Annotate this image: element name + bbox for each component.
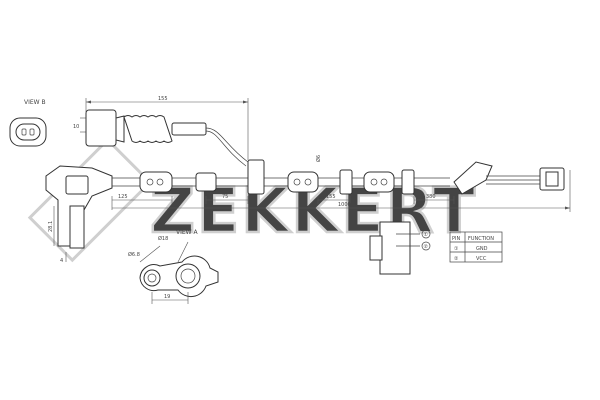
dim-seg-75-label: 75 [222, 194, 228, 200]
dim-sensor-height-label: 28.1 [48, 221, 54, 232]
segment-dimensions: 125 75 155 380 1000 [111, 170, 571, 212]
dim-seg-155-label: 155 [326, 194, 336, 200]
cable-harness [112, 159, 540, 195]
sensor-body: 28.1 4 [45, 165, 113, 264]
dim-total-length-label: 1000 [338, 202, 351, 208]
pin-table-row-2-pin: ② [454, 256, 459, 262]
pin-table-row-2-function: VCC [476, 256, 487, 262]
pin-marker-2: ② [424, 244, 429, 250]
dim-hole-diameter-label: Ø6.8 [128, 251, 140, 258]
top-connector: 10 [73, 109, 249, 167]
dim-cable-diameter-label: Ø6 [315, 155, 322, 162]
pin-function-table: PIN FUNCTION ① GND ② VCC [449, 231, 503, 263]
view-b-connector-face [9, 117, 47, 147]
pin-table-row-1-function: GND [476, 246, 488, 252]
dim-connector-length-label: 155 [158, 96, 168, 102]
connector-pinout-diagram: ① ② [369, 221, 431, 275]
view-a-flange: Ø6.8 Ø18 19 [128, 235, 219, 304]
dim-seg-380-label: 380 [426, 194, 436, 200]
pin-marker-1: ① [424, 232, 429, 238]
pin-table-header-pin: PIN [452, 236, 460, 242]
view-b-label: VIEW B [24, 99, 46, 106]
dim-sensor-offset-label: 4 [60, 258, 63, 264]
dim-seg-125-label: 125 [118, 194, 128, 200]
pin-table-header-function: FUNCTION [468, 236, 494, 242]
dim-flange-diameter-label: Ø18 [158, 235, 168, 242]
dim-connector-height-label: 10 [73, 124, 79, 130]
view-a-label: VIEW A [176, 229, 199, 236]
end-connector [539, 167, 565, 191]
dim-connector-length: 155 [85, 96, 249, 160]
pin-table-row-1-pin: ① [454, 246, 459, 252]
dim-flange-width-label: 19 [164, 294, 170, 300]
